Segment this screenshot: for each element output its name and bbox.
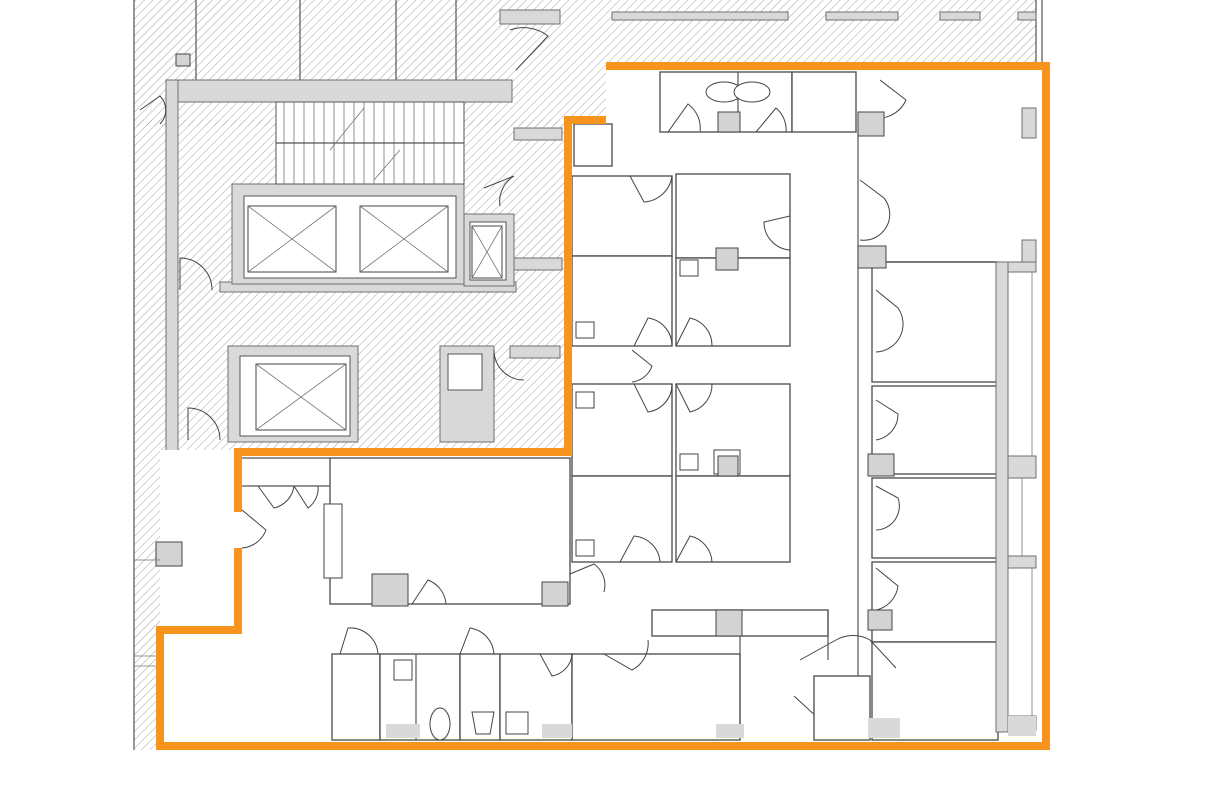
column <box>371 573 409 607</box>
elevator-shafts <box>247 205 503 431</box>
column <box>717 455 739 477</box>
column <box>541 581 569 607</box>
left-exterior-lines <box>134 559 160 667</box>
top-walls <box>133 0 1043 750</box>
core-walls <box>165 79 563 453</box>
stair <box>275 101 465 185</box>
column <box>857 245 887 269</box>
column <box>715 247 739 271</box>
suite-interior <box>160 66 1042 746</box>
column <box>155 541 183 567</box>
column <box>867 609 893 631</box>
leased-area-outline-path <box>156 62 1050 750</box>
column <box>857 111 885 137</box>
structural-columns <box>155 111 895 637</box>
column <box>715 609 743 637</box>
column <box>867 453 895 477</box>
